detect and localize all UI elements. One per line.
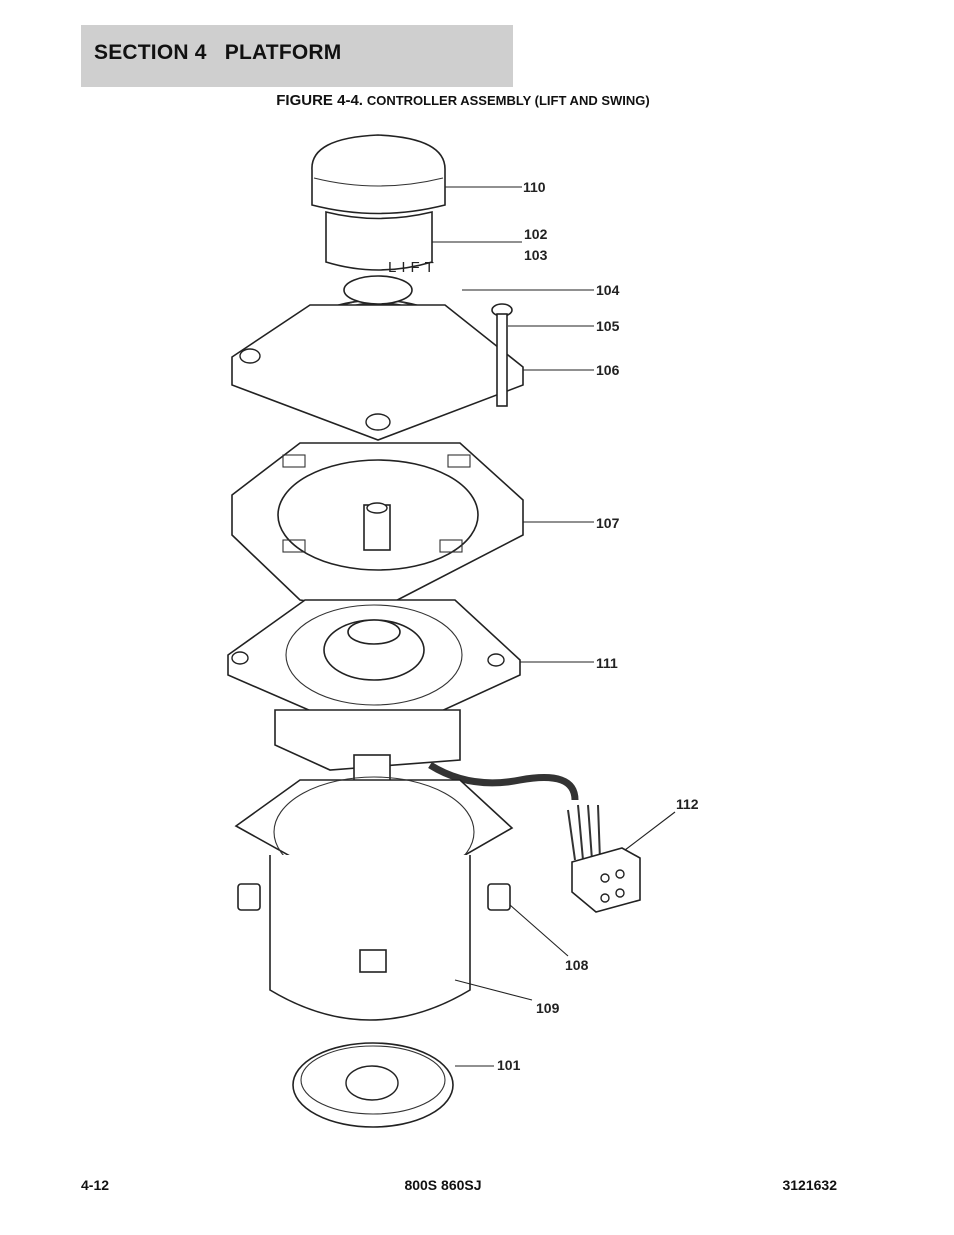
figure-title: FIGURE 4-4. CONTROLLER ASSEMBLY (LIFT AN… [0, 92, 926, 109]
leader-lines [432, 186, 676, 1067]
callout-111: 111 [596, 655, 618, 671]
callout-106: 106 [596, 362, 620, 378]
callout-101: 101 [497, 1057, 521, 1073]
document-number: 3121632 [782, 1177, 837, 1193]
callout-105: 105 [596, 318, 620, 334]
rubber-feet [237, 883, 511, 911]
callout-102: 102 [524, 226, 548, 242]
callout-103: 103 [524, 247, 548, 263]
model-number: 800S 860SJ [404, 1177, 482, 1193]
callout-108: 108 [565, 957, 589, 973]
callout-110: 110 [523, 179, 546, 195]
page-number: 4-12 [81, 1177, 110, 1193]
figure-caption: CONTROLLER ASSEMBLY (LIFT AND SWING) [366, 93, 650, 108]
housing-body [269, 855, 471, 1021]
section-title: SECTION 4 PLATFORM [94, 41, 342, 64]
figure-number: FIGURE 4-4. [276, 92, 363, 109]
callout-112: 112 [676, 796, 699, 812]
knob-cap [311, 134, 446, 215]
housing-frame [231, 442, 524, 611]
callout-104: 104 [596, 282, 620, 298]
base-plate [292, 1042, 454, 1128]
section-header: SECTION 4 PLATFORM [81, 25, 513, 87]
callout-109: 109 [536, 1000, 560, 1016]
callout-107: 107 [596, 515, 620, 531]
cable-connector [428, 762, 641, 913]
top-plate [231, 304, 524, 441]
handle-label: LIFT [388, 259, 439, 276]
handle-grip: LIFT [325, 210, 439, 276]
mechanism-plate [227, 599, 521, 806]
screw [491, 303, 513, 407]
